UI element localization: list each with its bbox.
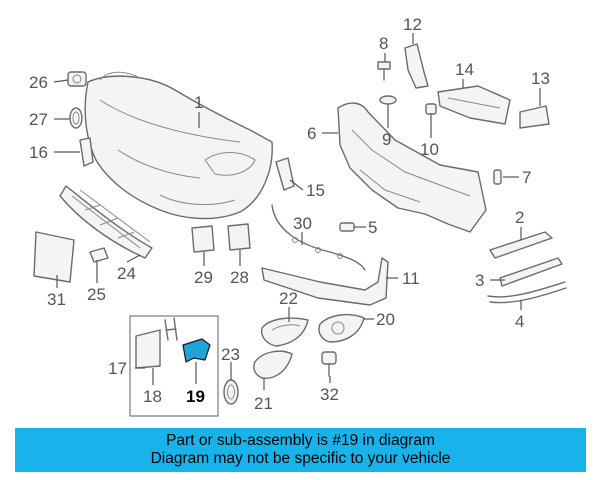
part-27-ring (69, 107, 83, 129)
callout-16: 16 (29, 143, 48, 162)
callout-4: 4 (515, 312, 524, 331)
part-29-bracket (191, 225, 215, 253)
part-23-grommet (223, 379, 239, 405)
part-25-clip (89, 247, 109, 263)
callout-17: 17 (108, 359, 127, 378)
part-11-absorber (261, 257, 389, 306)
callout-14: 14 (455, 60, 474, 79)
callout-23: 23 (221, 345, 240, 364)
callout-3: 3 (475, 271, 484, 290)
parts-diagram: 26 27 16 1 8 12 14 13 6 9 10 15 7 30 5 2… (29, 15, 567, 417)
part-31-license-bracket (33, 231, 75, 283)
callout-2: 2 (515, 208, 524, 227)
callout-18: 18 (143, 387, 162, 406)
part-30-harness (271, 204, 366, 271)
part-4-molding (487, 281, 567, 304)
banner-line-1: Part or sub-assembly is #19 in diagram (166, 432, 435, 449)
part-6-reinforcement (337, 102, 487, 233)
leader-lines (53, 33, 541, 390)
part-32-bulb (321, 351, 337, 377)
part-9-clip (379, 95, 397, 117)
part-8-bolt (377, 61, 391, 81)
inset-box (129, 315, 219, 417)
callout-1: 1 (194, 93, 203, 112)
part-15-bracket (275, 157, 295, 191)
part-19-highlighted[interactable] (182, 338, 211, 363)
callout-15: 15 (306, 181, 325, 200)
part-13-bracket (519, 105, 550, 129)
banner-line-2: Diagram may not be specific to your vehi… (150, 450, 451, 467)
callout-25: 25 (87, 285, 106, 304)
callout-30: 30 (293, 214, 312, 233)
part-22-bezel (260, 317, 309, 347)
callout-7: 7 (522, 168, 531, 187)
part-26-sensor (67, 71, 87, 87)
callout-6: 6 (307, 124, 316, 143)
part-1-bumper-cover (84, 71, 273, 220)
part-3-molding (499, 257, 563, 287)
part-2-molding (489, 231, 553, 259)
info-banner: Part or sub-assembly is #19 in diagram D… (15, 428, 586, 472)
part-14-absorber (437, 85, 511, 125)
callout-12: 12 (403, 15, 422, 34)
callout-8: 8 (379, 34, 388, 53)
callout-10: 10 (420, 140, 439, 159)
part-10-clip (425, 103, 437, 127)
callout-29: 29 (194, 268, 213, 287)
part-21-bezel (253, 350, 293, 379)
callout-26: 26 (29, 73, 48, 92)
callout-31: 31 (47, 290, 66, 309)
callout-21: 21 (254, 394, 273, 413)
callout-28: 28 (230, 268, 249, 287)
part-24-grille (59, 185, 153, 259)
callout-20: 20 (376, 310, 395, 329)
callout-13: 13 (531, 69, 550, 88)
callout-22: 22 (279, 289, 298, 308)
callout-11: 11 (402, 269, 420, 288)
callout-32: 32 (320, 385, 339, 404)
part-5-screw (339, 222, 355, 232)
callout-27: 27 (29, 110, 48, 129)
part-16-bracket (79, 137, 94, 167)
callout-labels: 26 27 16 1 8 12 14 13 6 9 10 15 7 30 5 2… (29, 15, 550, 413)
callout-24: 24 (117, 264, 136, 283)
callout-5: 5 (368, 218, 377, 237)
callout-19-highlighted: 19 (186, 387, 205, 406)
part-28-bracket (227, 223, 251, 251)
part-17-18-bracket (135, 317, 178, 369)
part-20-fog-lamp (318, 313, 365, 343)
part-7-stud (493, 169, 502, 185)
part-12-bracket (404, 43, 429, 89)
callout-9: 9 (382, 130, 391, 149)
